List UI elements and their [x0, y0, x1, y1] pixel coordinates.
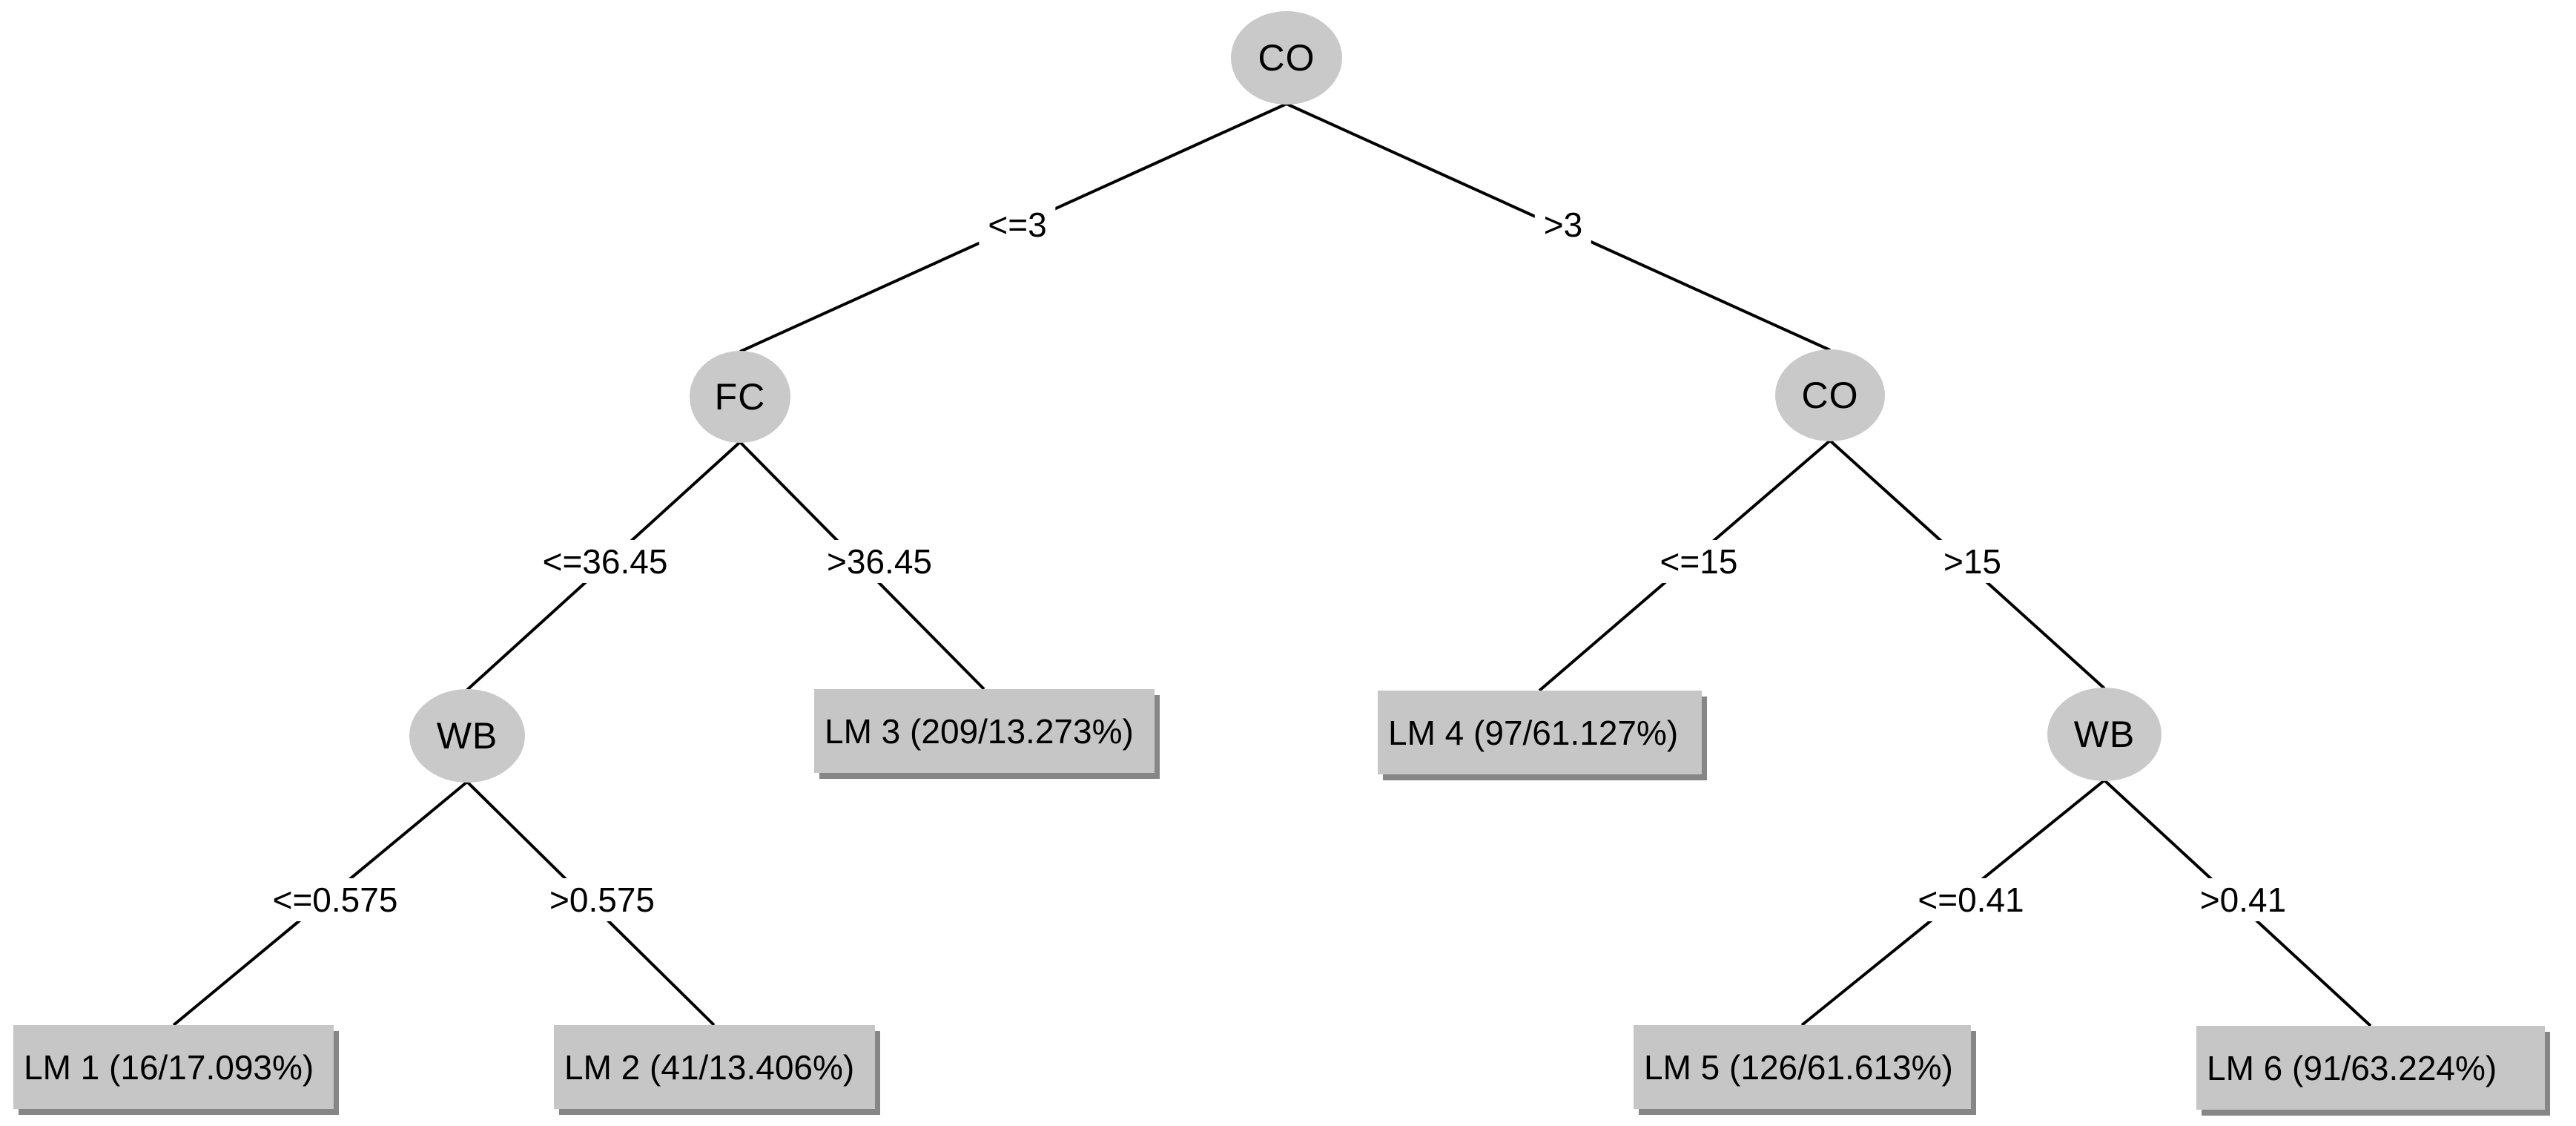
split-node-co-root[interactable]: CO — [1231, 11, 1342, 105]
split-node-wb-right[interactable]: WB — [2047, 688, 2161, 781]
leaf-node-lm1[interactable]: LM 1 (16/17.093%) — [13, 1025, 334, 1109]
edge-label-co-right-lm4: <=15 — [1651, 540, 1747, 583]
edge-label-wb-right-lm5: <=0.41 — [1909, 878, 2033, 921]
split-node-fc[interactable]: FC — [690, 351, 790, 443]
split-node-co-right[interactable]: CO — [1775, 349, 1885, 441]
edge-label-wb-left-lm2: >0.575 — [541, 878, 664, 921]
split-node-wb-left[interactable]: WB — [409, 689, 525, 783]
edge-label-co-root-co-right: >3 — [1534, 203, 1592, 246]
leaf-node-lm6[interactable]: LM 6 (91/63.224%) — [2196, 1026, 2545, 1110]
edge-label-co-root-fc: <=3 — [979, 203, 1056, 246]
edge-label-co-right-wb-right: >15 — [1934, 540, 2011, 583]
leaf-node-lm3[interactable]: LM 3 (209/13.273%) — [814, 689, 1155, 773]
edge-label-wb-left-lm1: <=0.575 — [263, 878, 407, 921]
leaf-node-lm4[interactable]: LM 4 (97/61.127%) — [1378, 691, 1702, 774]
leaf-node-lm5[interactable]: LM 5 (126/61.613%) — [1634, 1025, 1971, 1109]
edge-label-wb-right-lm6: >0.41 — [2190, 878, 2296, 921]
leaf-node-lm2[interactable]: LM 2 (41/13.406%) — [554, 1025, 875, 1109]
edge-label-fc-wb-left: <=36.45 — [533, 540, 677, 583]
edge-label-fc-lm3: >36.45 — [818, 540, 941, 583]
